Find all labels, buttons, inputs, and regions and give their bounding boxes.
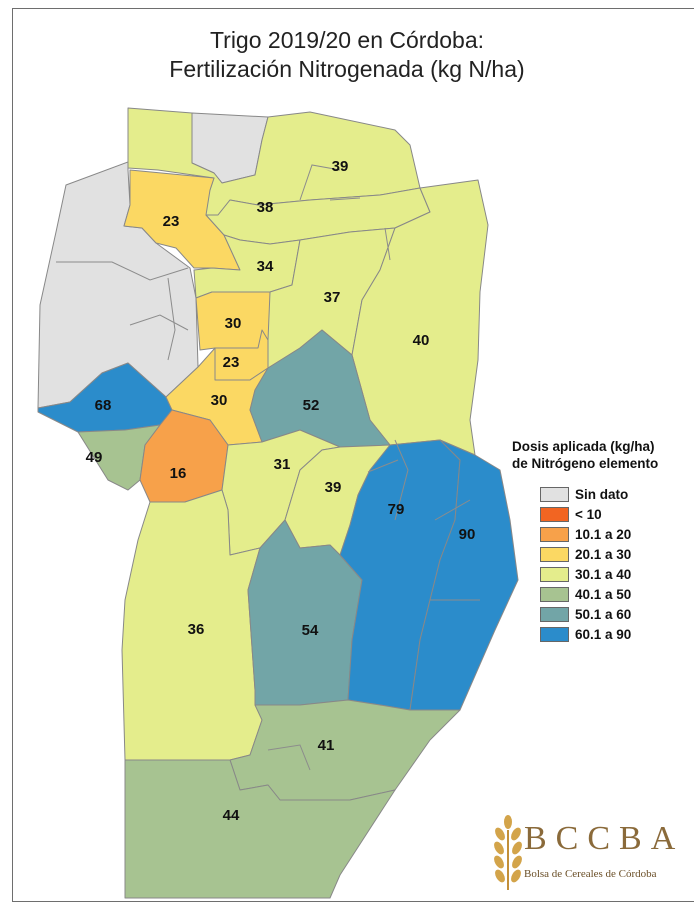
region-label: 41 [318, 737, 335, 754]
region-label: 54 [302, 622, 319, 639]
legend-swatch [540, 586, 569, 602]
region-label: 37 [324, 289, 341, 306]
map-title-line2: Fertilización Nitrogenada (kg N/ha) [169, 56, 525, 82]
legend-swatch [540, 606, 569, 622]
region-label: 30 [211, 392, 228, 409]
legend-label: 20.1 a 30 [575, 546, 632, 562]
region-label: 31 [274, 456, 291, 473]
legend-item: 60.1 a 90 [540, 624, 694, 644]
legend-label: 40.1 a 50 [575, 586, 632, 602]
region-label: 30 [225, 315, 242, 332]
region-44 [124, 759, 396, 899]
legend-item: 50.1 a 60 [540, 604, 694, 624]
legend-item: < 10 [540, 504, 694, 524]
legend-swatch [540, 566, 569, 582]
region-labels: 39 23 38 34 37 30 40 23 68 30 52 49 16 31 39 79 90 36 54 41… [86, 158, 476, 824]
legend-item: 20.1 a 30 [540, 544, 694, 564]
region-label: 90 [459, 526, 476, 543]
map-title-line1: Trigo 2019/20 en Córdoba: [209, 27, 485, 53]
legend-label: 10.1 a 20 [575, 526, 632, 542]
region-label: 34 [257, 258, 274, 275]
legend-title-line1: Dosis aplicada (kg/ha) [512, 439, 655, 454]
region-41 [229, 699, 461, 801]
legend-label: 30.1 a 40 [575, 566, 632, 582]
map-frame [12, 8, 694, 902]
region-label: 16 [170, 465, 187, 482]
region-label: 49 [86, 449, 103, 466]
region-label: 68 [95, 397, 112, 414]
region-23-nw [123, 169, 241, 271]
legend-label: 50.1 a 60 [575, 606, 632, 622]
department-boundaries [56, 164, 480, 771]
bccba-logo: BCCBA Bolsa de Cereales de Córdoba [488, 810, 694, 900]
region-label: 23 [163, 213, 180, 230]
legend-swatch [540, 486, 569, 502]
legend-items: Sin dato < 10 10.1 a 20 20.1 a 30 30.1 a 40 4… [540, 484, 694, 644]
legend-item: 40.1 a 50 [540, 584, 694, 604]
legend-label: Sin dato [575, 486, 629, 502]
map-legend: Dosis aplicada (kg/ha) de Nitrógeno elem… [512, 438, 694, 644]
region-label: 79 [388, 501, 405, 518]
legend-label: 60.1 a 90 [575, 626, 632, 642]
legend-label: < 10 [575, 506, 602, 522]
logo-name: BCCBA [524, 820, 685, 857]
legend-title-line2: de Nitrógeno elemento [512, 456, 659, 471]
region-label: 39 [325, 479, 342, 496]
region-label: 44 [223, 807, 240, 824]
region-label: 39 [332, 158, 349, 175]
legend-swatch [540, 626, 569, 642]
wheat-icon [494, 815, 522, 890]
region-label: 40 [413, 332, 430, 349]
region-40 [351, 179, 489, 456]
legend-swatch [540, 546, 569, 562]
legend-item: Sin dato [540, 484, 694, 504]
region-label: 52 [303, 397, 320, 414]
region-label: 36 [188, 621, 205, 638]
logo-subtitle: Bolsa de Cereales de Córdoba [524, 868, 657, 880]
legend-item: 30.1 a 40 [540, 564, 694, 584]
legend-item: 10.1 a 20 [540, 524, 694, 544]
region-label: 23 [223, 354, 240, 371]
legend-swatch [540, 526, 569, 542]
legend-swatch [540, 506, 569, 522]
region-label: 38 [257, 199, 274, 216]
